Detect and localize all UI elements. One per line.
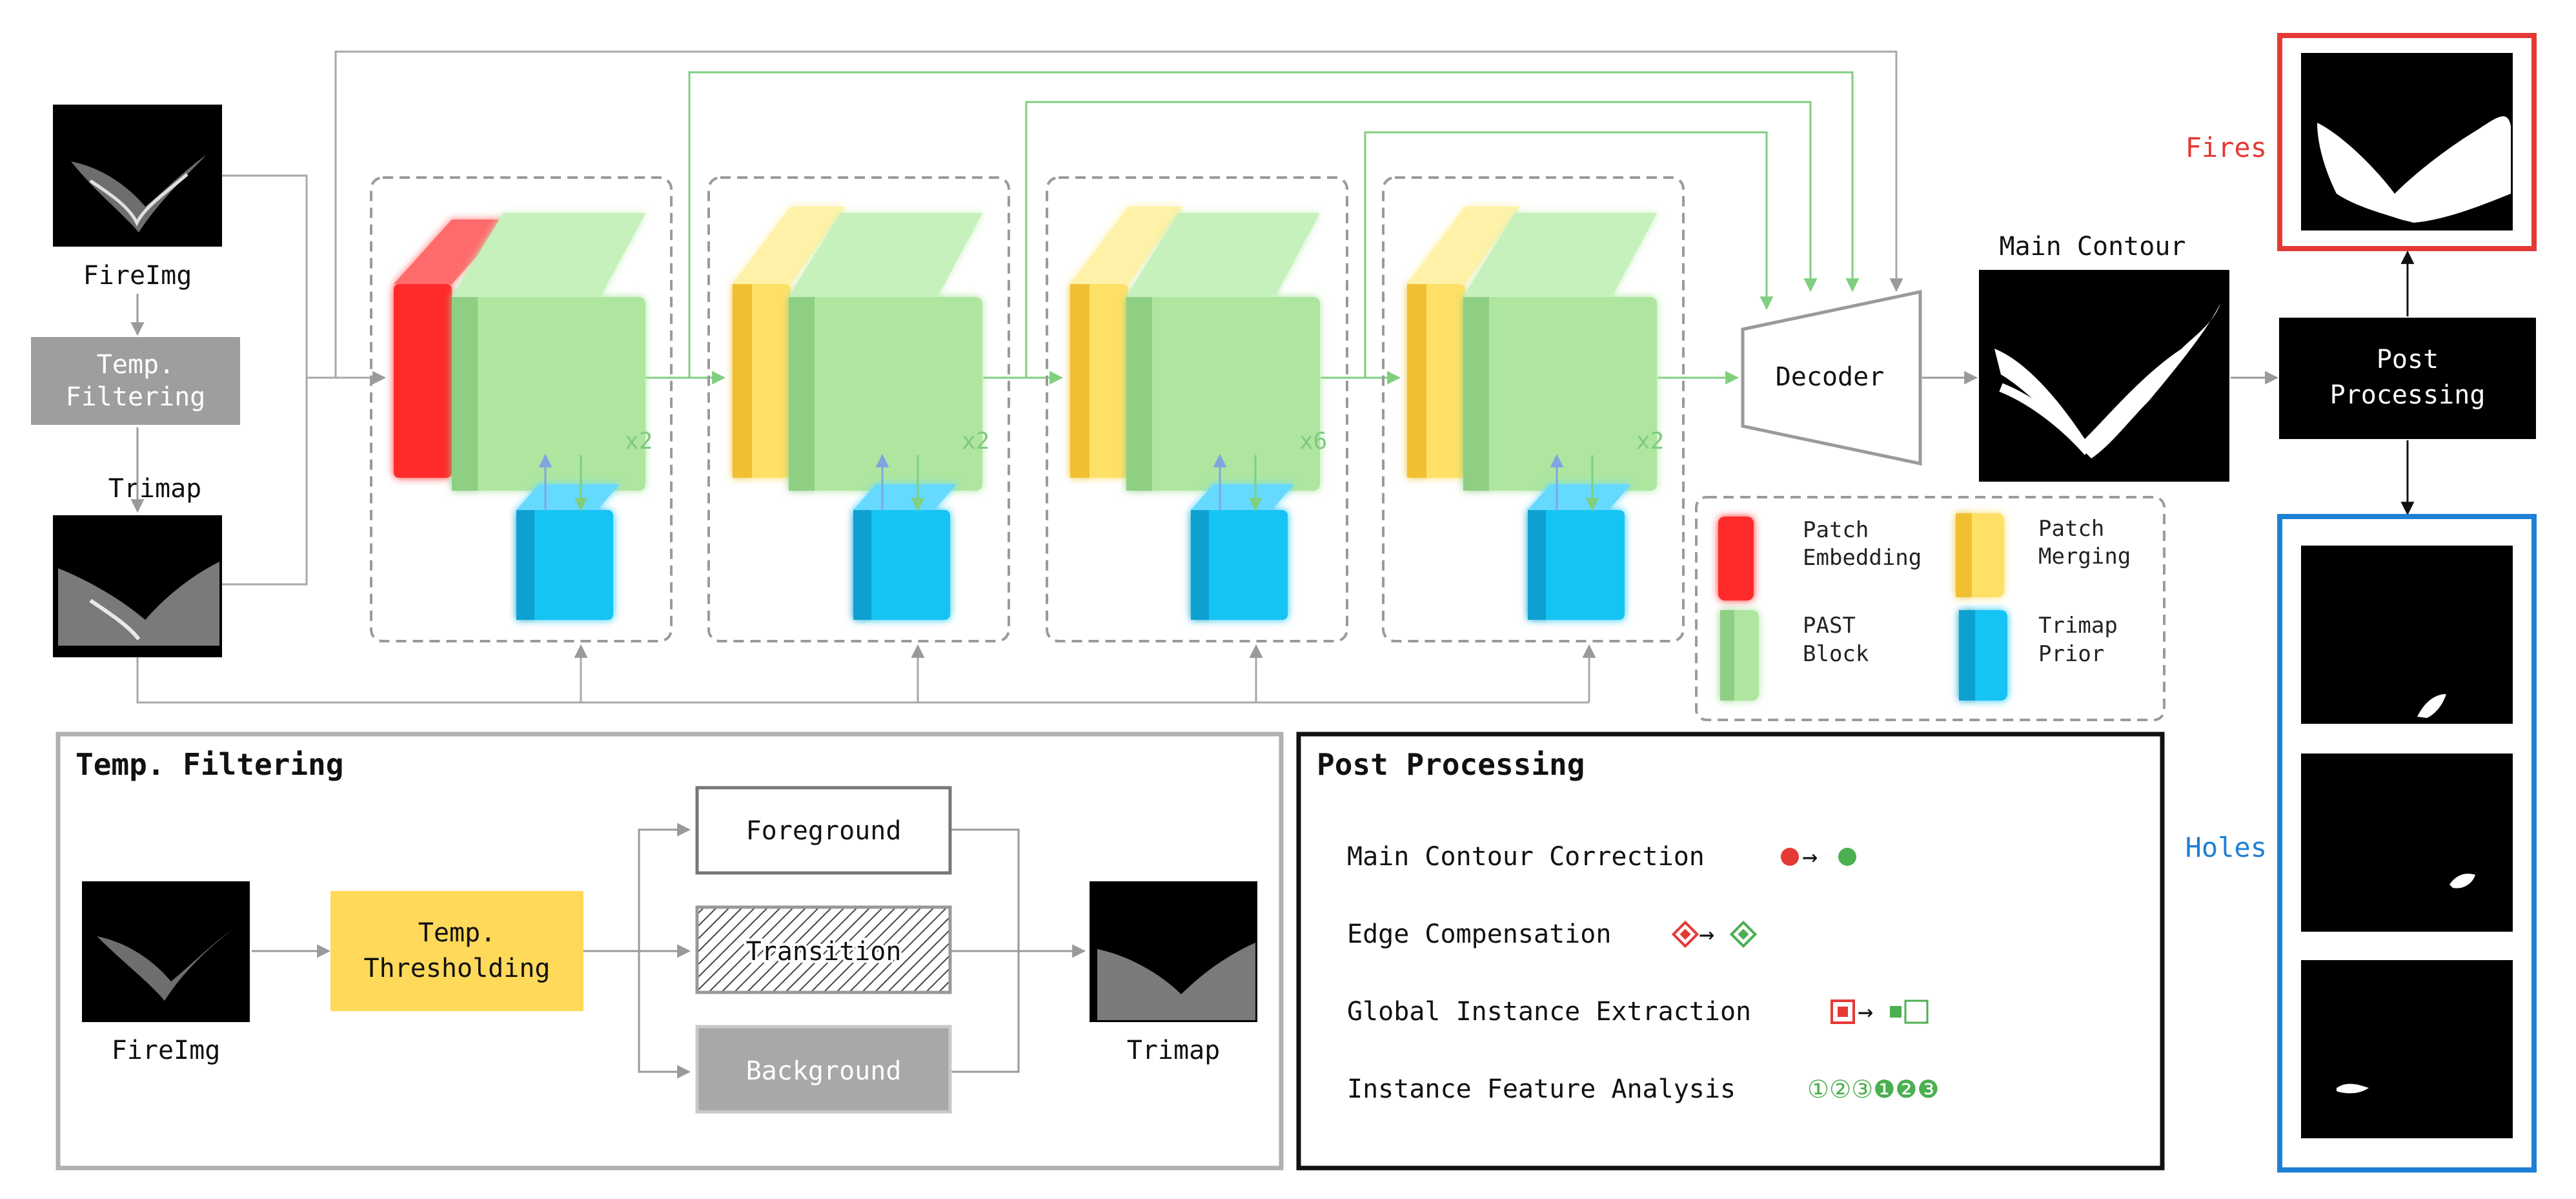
decoder-label: Decoder (1776, 362, 1885, 392)
step-global-instance-extraction: Global Instance Extraction (1347, 997, 1751, 1027)
fires-output-panel (2277, 33, 2537, 251)
input-connectors (136, 50, 1903, 704)
holes-label: Holes (2186, 832, 2267, 863)
main-contour-image (1979, 270, 2229, 482)
post-processing-box: Post Processing (2279, 318, 2536, 439)
panel-fire-label: FireImg (112, 1036, 221, 1065)
past-block (1126, 213, 1320, 491)
legend: Patch Embedding Patch Merging PAST Block… (1695, 496, 2165, 721)
svg-text:→: → (1802, 842, 1818, 872)
panel-trimap-label: Trimap (1127, 1036, 1221, 1065)
background-label: Background (746, 1056, 902, 1086)
past-block (452, 213, 645, 491)
stage-4-multiplier: x2 (1636, 428, 1664, 455)
red-square-to-green-squares-icon: → (1831, 997, 1929, 1027)
holes-output-panel (2277, 514, 2537, 1173)
post-processing-line2: Processing (2330, 380, 2486, 410)
patch-merging-block (1407, 207, 1520, 478)
legend-patch-merging-swatch (1956, 513, 2004, 597)
temp-filtering-panel-title: Temp. Filtering (76, 747, 343, 782)
fire-image-input (53, 105, 222, 247)
split-connectors (583, 823, 1086, 1079)
svg-text:→: → (1858, 997, 1873, 1027)
panel-fire-image (82, 881, 250, 1022)
background-box: Background (695, 1025, 952, 1114)
trimap-label: Trimap (108, 474, 202, 504)
encoder-stage-2: x2 (707, 176, 1010, 642)
red-dot-to-green-dot-icon: → (1781, 842, 1856, 872)
numbered-circles-icon: ①②③❶❷❸ (1807, 1075, 1939, 1103)
transition-label: Transition (746, 937, 902, 967)
main-contour-label: Main Contour (2000, 232, 2186, 261)
legend-trimap-prior-line2: Prior (2038, 641, 2104, 667)
fire-image-label: FireImg (83, 261, 192, 291)
patch-merging-block (733, 207, 846, 478)
svg-text:→: → (1699, 919, 1714, 949)
encoder-stage-3: x6 (1046, 176, 1348, 642)
step-edge-compensation: Edge Compensation (1347, 919, 1611, 949)
stage-1-multiplier: x2 (625, 428, 653, 455)
post-processing-panel-title: Post Processing (1317, 747, 1585, 782)
legend-patch-embedding-swatch (1718, 517, 1754, 600)
foreground-box: Foreground (695, 786, 952, 875)
encoder-stage-1: x2 (370, 176, 673, 642)
skip-connections (688, 71, 1860, 378)
trimap-prior-block (1191, 484, 1294, 620)
thresholding-line1: Temp. (418, 918, 496, 948)
post-processing-panel: Post Processing Main Contour Correction … (1296, 732, 2165, 1171)
trimap-prior-block (1528, 484, 1631, 620)
legend-patch-merging-line1: Patch (2038, 516, 2104, 542)
red-diamond-to-green-diamond-icon: → (1671, 919, 1758, 949)
step-instance-feature-analysis: Instance Feature Analysis (1347, 1074, 1736, 1104)
thresholding-line2: Thresholding (364, 954, 551, 983)
transition-box: Transition (695, 905, 952, 994)
patch-merging-block (1070, 207, 1183, 478)
temp-filtering-box: Temp. Filtering (31, 337, 240, 425)
temp-filtering-line2: Filtering (66, 382, 206, 412)
fires-label: Fires (2186, 132, 2267, 163)
trimap-prior-block (853, 484, 957, 620)
patch-embedding-block (394, 220, 510, 478)
stage-2-multiplier: x2 (962, 428, 989, 455)
step-main-contour-correction: Main Contour Correction (1347, 842, 1705, 872)
legend-past-block-line2: Block (1803, 641, 1869, 667)
stage-3-multiplier: x6 (1299, 428, 1327, 455)
temp-filtering-panel: Temp. Filtering FireImg Temp. Thresholdi… (56, 732, 1284, 1171)
legend-past-block-line1: PAST (1803, 613, 1856, 639)
encoder-stage-4: x2 (1382, 176, 1685, 642)
past-block (789, 213, 982, 491)
legend-patch-merging-line2: Merging (2038, 544, 2131, 569)
panel-trimap-image (1090, 881, 1257, 1022)
past-block (1463, 213, 1657, 491)
decoder-block: Decoder (1741, 289, 1922, 466)
trimap-image-input (53, 515, 222, 657)
temp-filtering-line1: Temp. (97, 350, 174, 380)
legend-trimap-prior-line1: Trimap (2038, 613, 2118, 639)
foreground-label: Foreground (746, 816, 902, 846)
temp-thresholding-box: Temp. Thresholding (330, 891, 583, 1011)
legend-patch-embedding-line1: Patch (1803, 517, 1869, 543)
trimap-prior-block (516, 484, 620, 620)
legend-trimap-prior-swatch (1959, 610, 2007, 701)
post-processing-line1: Post (2377, 345, 2439, 374)
legend-patch-embedding-line2: Embedding (1803, 545, 1922, 571)
legend-past-block-swatch (1720, 610, 1759, 701)
